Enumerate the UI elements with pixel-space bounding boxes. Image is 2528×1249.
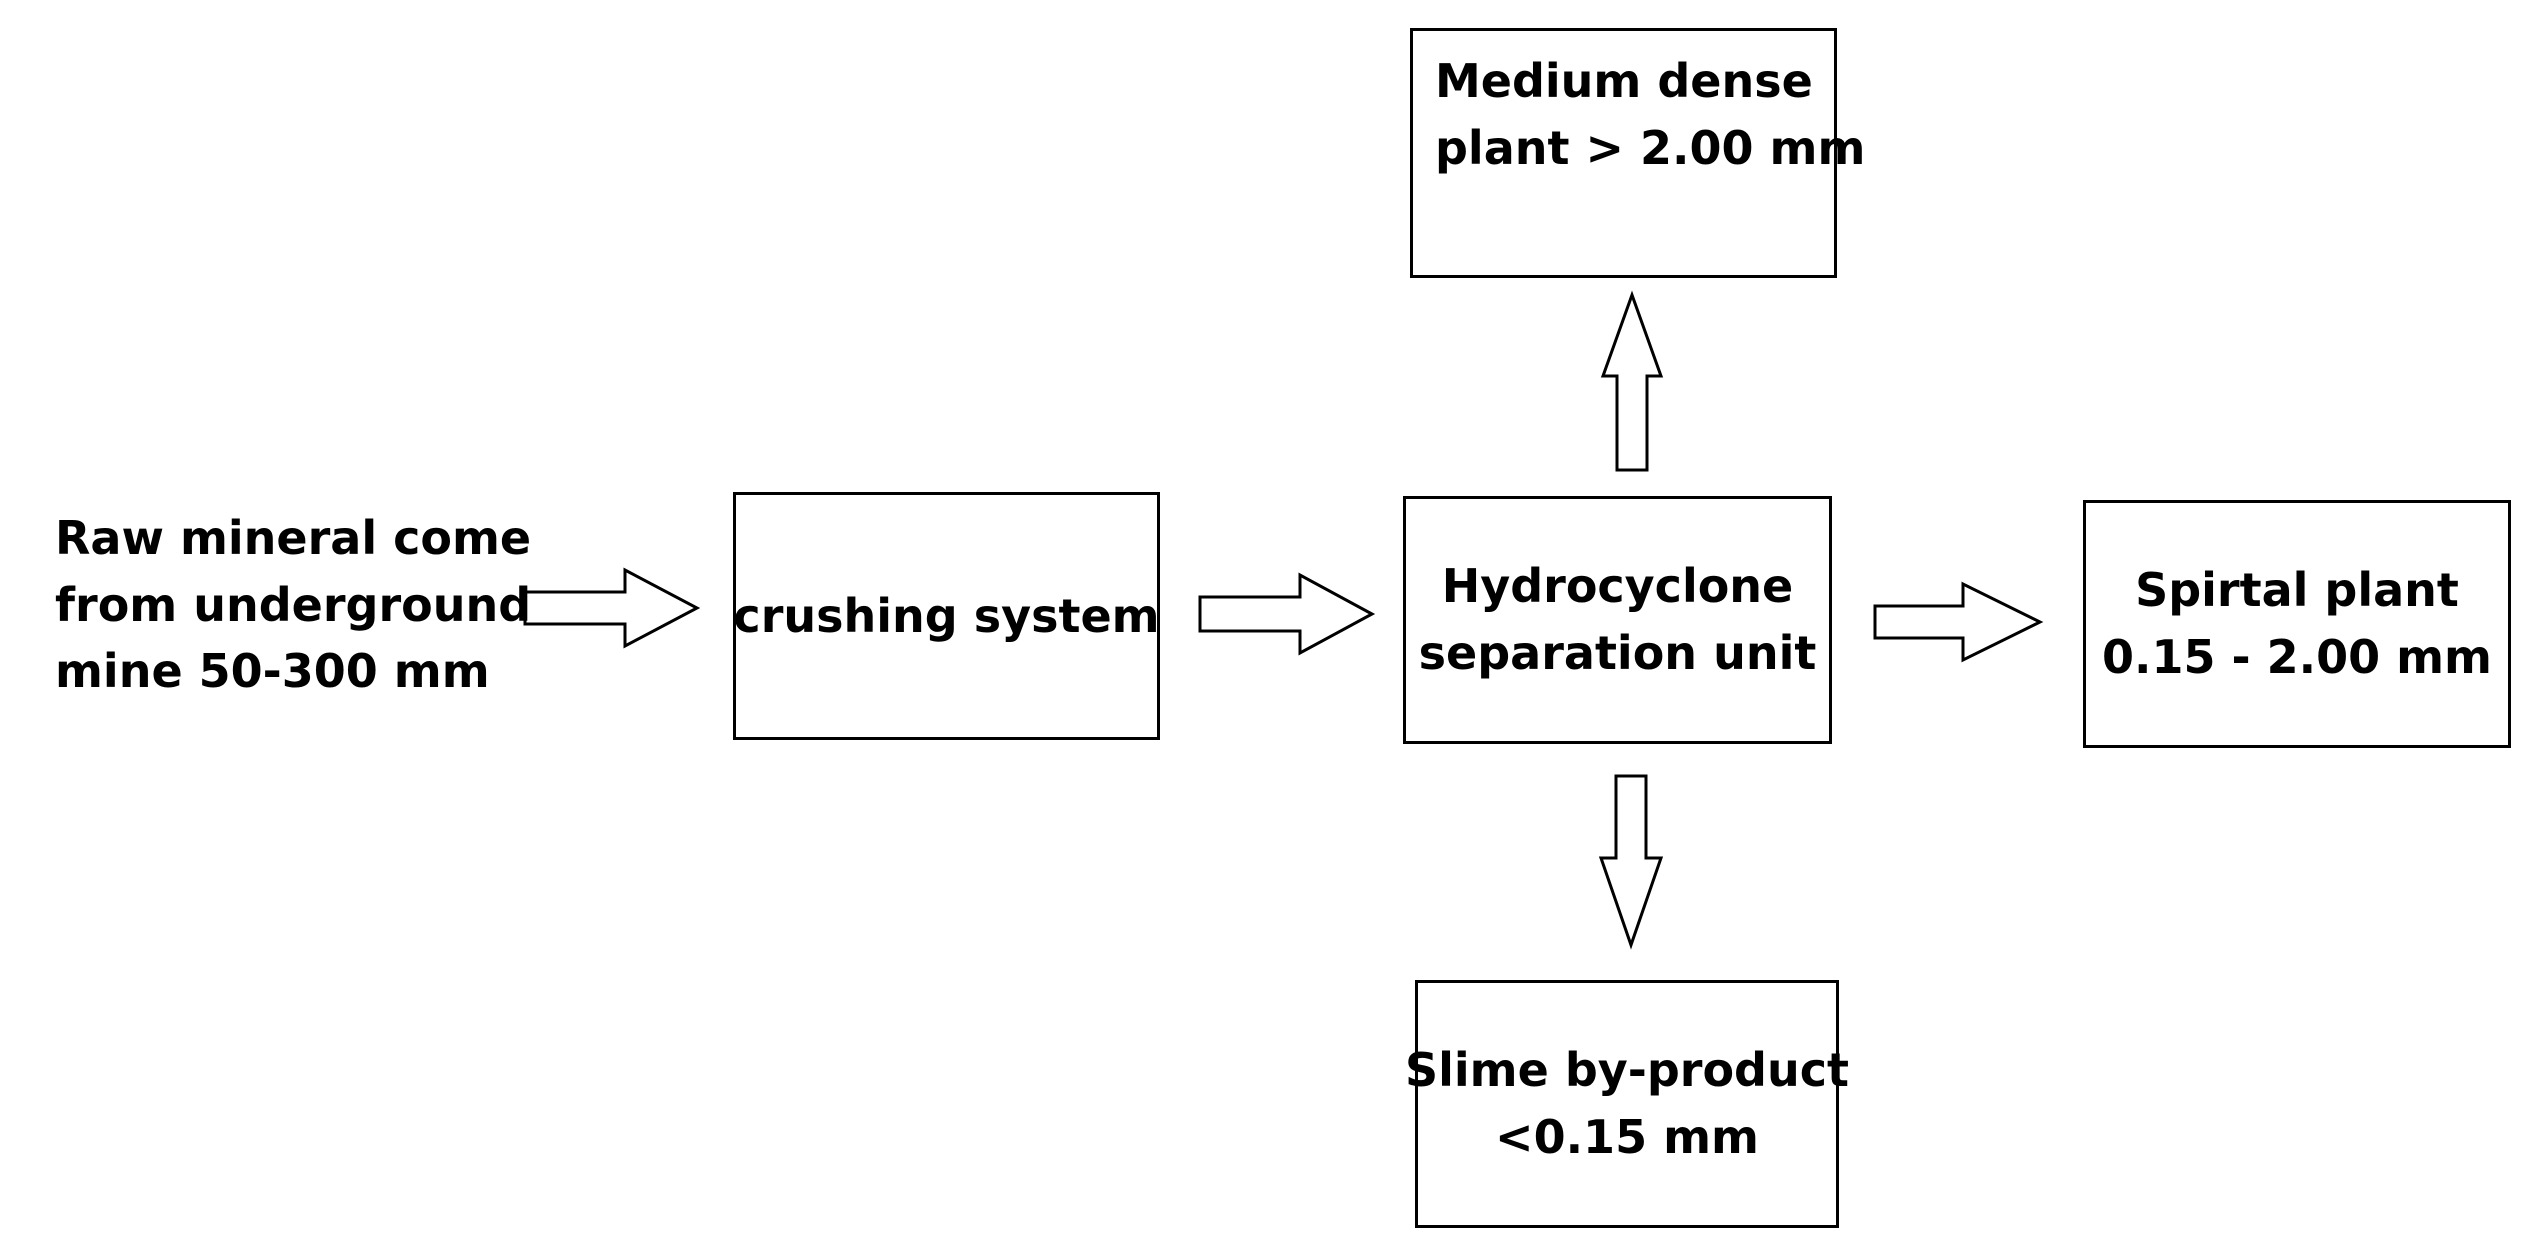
node-spiral-label-line-1: Spirtal plant (2135, 563, 2459, 618)
arrow-source-to-crushing (523, 567, 701, 649)
node-crushing-system-label: crushing system (733, 588, 1160, 643)
node-spiral-label-line-2: 0.15 - 2.00 mm (2102, 630, 2492, 684)
arrow-hydrocyclone-to-spiral (1873, 581, 2044, 663)
node-crushing-system: crushing system (733, 492, 1160, 740)
node-spiral-plant: Spirtal plant 0.15 - 2.00 mm (2083, 500, 2511, 748)
node-hydrocyclone-label-line-2: separation unit (1418, 626, 1817, 680)
node-medium-dense-label-line-1: Medium dense (1435, 54, 1813, 109)
source-label: Raw mineral come from underground mine 5… (55, 505, 531, 705)
node-hydrocyclone-label-line-1: Hydrocyclone (1441, 559, 1794, 614)
source-label-line-2: from underground (55, 577, 532, 632)
node-hydrocyclone-separation-unit: Hydrocyclone separation unit (1403, 496, 1832, 744)
source-label-line-3: mine 50-300 mm (55, 644, 490, 699)
source-label-line-1: Raw mineral come (55, 511, 532, 565)
node-medium-dense-label-line-2: plant > 2.00 mm (1435, 121, 1866, 175)
arrow-hydrocyclone-to-medium-dense (1600, 290, 1664, 472)
node-slime-label-line-1: Slime by-product (1405, 1043, 1849, 1098)
arrow-hydrocyclone-to-slime (1598, 774, 1664, 950)
node-medium-dense-plant: Medium dense plant > 2.00 mm (1410, 28, 1865, 278)
node-slime-label-line-2: <0.15 mm (1495, 1110, 1759, 1164)
node-slime-by-product: Slime by-product <0.15 mm (1405, 980, 1849, 1228)
arrow-crushing-to-hydrocyclone (1198, 572, 1376, 656)
